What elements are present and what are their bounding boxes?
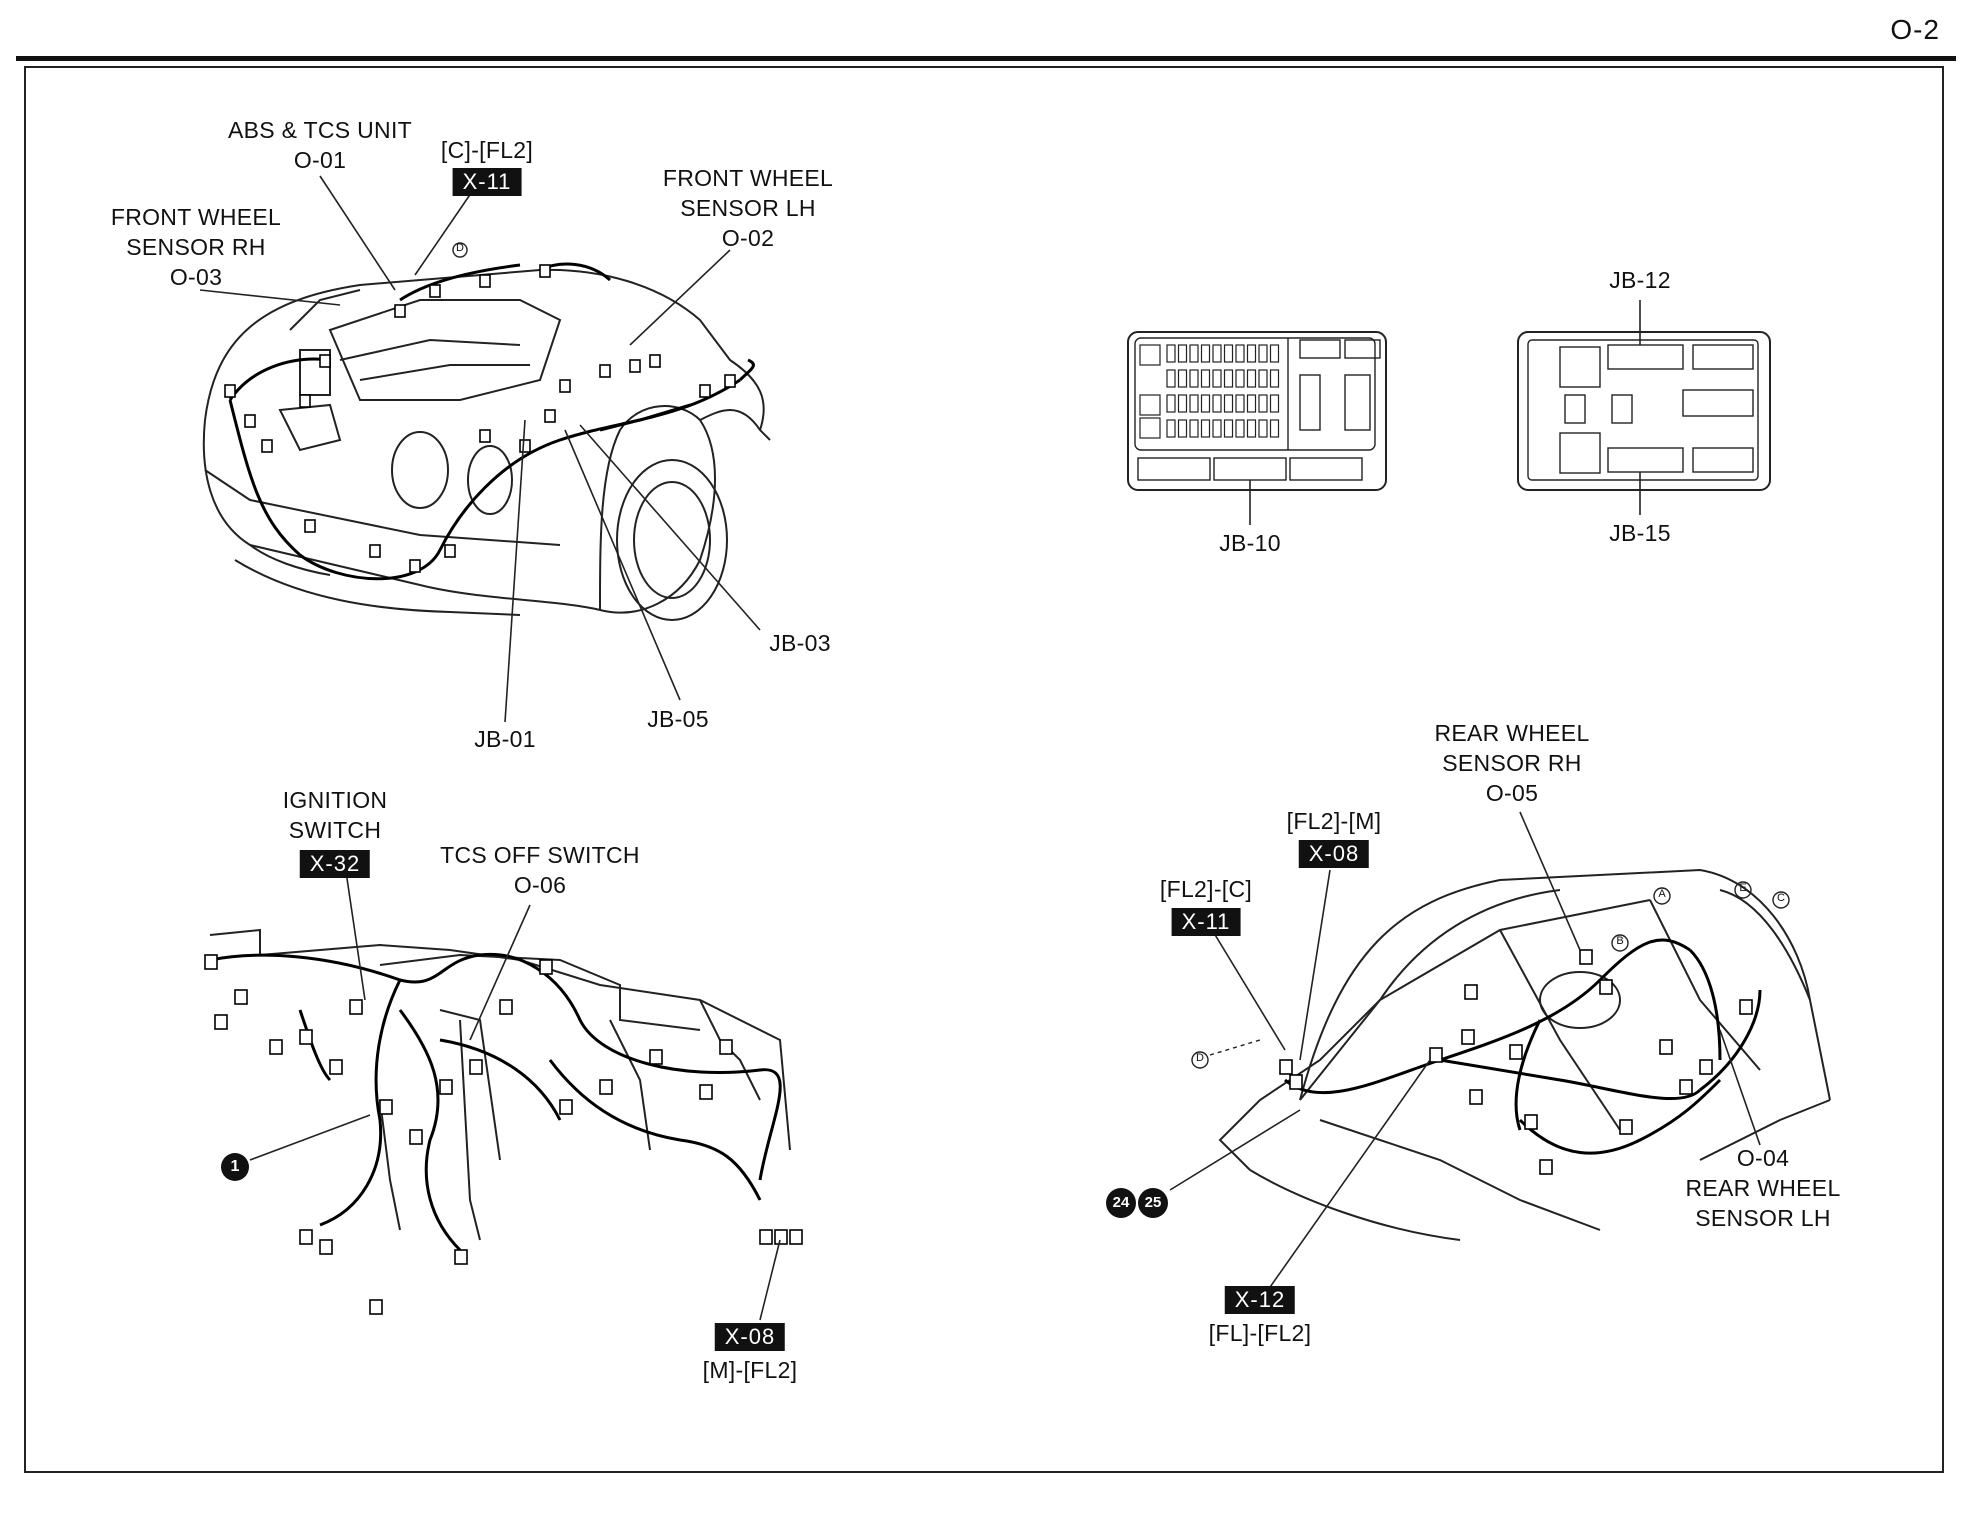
o02-label: O-02 xyxy=(721,225,775,251)
page-number: O-2 xyxy=(1890,14,1940,45)
fuse-slot xyxy=(1235,394,1245,413)
marker-e: E xyxy=(1739,882,1747,894)
fuse-slot xyxy=(1269,419,1280,438)
fuse-slot xyxy=(1177,419,1188,438)
body-drawing xyxy=(1191,868,1831,1241)
ignition-line1: IGNITION xyxy=(282,787,388,813)
fuse-slot xyxy=(1223,344,1234,363)
fuse-slot xyxy=(1258,369,1268,388)
fl2-c-label: [FL2]-[C] xyxy=(1159,876,1253,902)
fuse-slot xyxy=(1177,344,1188,363)
fuse-slot xyxy=(1246,369,1257,388)
fuse-slot xyxy=(1166,394,1176,413)
fuse-slot xyxy=(1235,369,1245,388)
fuse-slot xyxy=(1246,344,1257,363)
fuse-slot xyxy=(1200,419,1211,438)
fuse-slot xyxy=(1189,394,1199,413)
o03-label: O-03 xyxy=(169,264,223,290)
x11-badge: X-11 xyxy=(452,168,522,196)
fuse-slot xyxy=(1223,394,1234,413)
x08-badge-bottom: X-08 xyxy=(714,1323,786,1351)
c-fl2-label: [C]-[FL2] xyxy=(440,137,534,163)
marker-b: B xyxy=(1616,935,1624,947)
fuse-slot xyxy=(1212,394,1222,413)
jb15-label: JB-15 xyxy=(1609,520,1671,546)
callout-25: 25 xyxy=(1138,1188,1168,1218)
fuse-slot xyxy=(1212,344,1222,363)
rear-wheel-rh-line2: SENSOR RH xyxy=(1442,750,1582,776)
rear-wheel-rh-line1: REAR WHEEL xyxy=(1434,720,1590,746)
marker-c: C xyxy=(1777,892,1785,904)
fl2-m-label: [FL2]-[M] xyxy=(1286,808,1382,834)
fuse-slot xyxy=(1177,369,1188,388)
o04-label: O-04 xyxy=(1736,1145,1790,1171)
engine-bay-drawing xyxy=(202,262,771,621)
fuse-slot xyxy=(1200,394,1211,413)
abs-tcs-unit-label: ABS & TCS UNIT xyxy=(228,117,412,143)
fuse-slot xyxy=(1258,394,1268,413)
header-rule xyxy=(16,56,1956,61)
x08-badge-right: X-08 xyxy=(1298,840,1370,868)
fuse-slot xyxy=(1177,394,1188,413)
fuse-slot xyxy=(1235,419,1245,438)
fuse-slot xyxy=(1200,369,1211,388)
jb03-label: JB-03 xyxy=(769,630,831,656)
fuse-slot xyxy=(1189,419,1199,438)
jb01-label: JB-01 xyxy=(474,726,536,752)
o01-label: O-01 xyxy=(293,147,347,173)
o05-label: O-05 xyxy=(1485,780,1539,806)
m-fl2-label: [M]-[FL2] xyxy=(702,1357,798,1383)
jb12-block xyxy=(1517,300,1771,515)
fl-fl2-label: [FL]-[FL2] xyxy=(1208,1320,1312,1346)
jb10-block xyxy=(1127,331,1387,525)
fuse-slot xyxy=(1200,344,1211,363)
fuse-slot xyxy=(1223,419,1234,438)
callout-1: 1 xyxy=(221,1153,249,1181)
fuse-slot xyxy=(1235,344,1245,363)
jb10-label: JB-10 xyxy=(1219,530,1281,556)
fuse-slot xyxy=(1166,344,1176,363)
dashboard-leader-lines xyxy=(249,864,781,1321)
marker-d-engine-label: D xyxy=(456,242,464,254)
rear-wheel-lh-line1: REAR WHEEL xyxy=(1685,1175,1841,1201)
fuse-slot xyxy=(1269,394,1280,413)
x12-badge: X-12 xyxy=(1224,1286,1296,1314)
marker-d: D xyxy=(1196,1052,1204,1064)
fuse-slot xyxy=(1269,369,1280,388)
fuse-slot xyxy=(1258,344,1268,363)
callout-24: 24 xyxy=(1106,1188,1136,1218)
o06-label: O-06 xyxy=(513,872,567,898)
fuse-slot xyxy=(1246,419,1257,438)
fuse-slot xyxy=(1246,394,1257,413)
front-wheel-lh-line2: SENSOR LH xyxy=(680,195,816,221)
fuse-slot xyxy=(1258,419,1268,438)
ignition-line2: SWITCH xyxy=(288,817,382,843)
fuse-slot xyxy=(1189,369,1199,388)
fuse-slot xyxy=(1189,344,1199,363)
jb05-label: JB-05 xyxy=(647,706,709,732)
front-wheel-rh-line2: SENSOR RH xyxy=(126,234,266,260)
front-wheel-lh-line1: FRONT WHEEL xyxy=(662,165,834,191)
marker-d-engine xyxy=(452,242,468,258)
fuse-slot xyxy=(1212,369,1222,388)
jb12-label: JB-12 xyxy=(1609,267,1671,293)
fuse-slot xyxy=(1166,369,1176,388)
rear-wheel-lh-line2: SENSOR LH xyxy=(1695,1205,1831,1231)
fuse-slot xyxy=(1269,344,1280,363)
dashboard-drawing xyxy=(204,928,803,1315)
tcs-off-switch-label: TCS OFF SWITCH xyxy=(440,842,640,868)
fuse-slot xyxy=(1166,419,1176,438)
fuse-slot xyxy=(1212,419,1222,438)
front-wheel-rh-line1: FRONT WHEEL xyxy=(110,204,282,230)
x32-badge: X-32 xyxy=(299,850,371,878)
marker-a: A xyxy=(1658,888,1666,900)
fuse-slot xyxy=(1223,369,1234,388)
diagram-frame xyxy=(24,66,1944,1473)
x11-badge-right: X-11 xyxy=(1171,908,1241,936)
